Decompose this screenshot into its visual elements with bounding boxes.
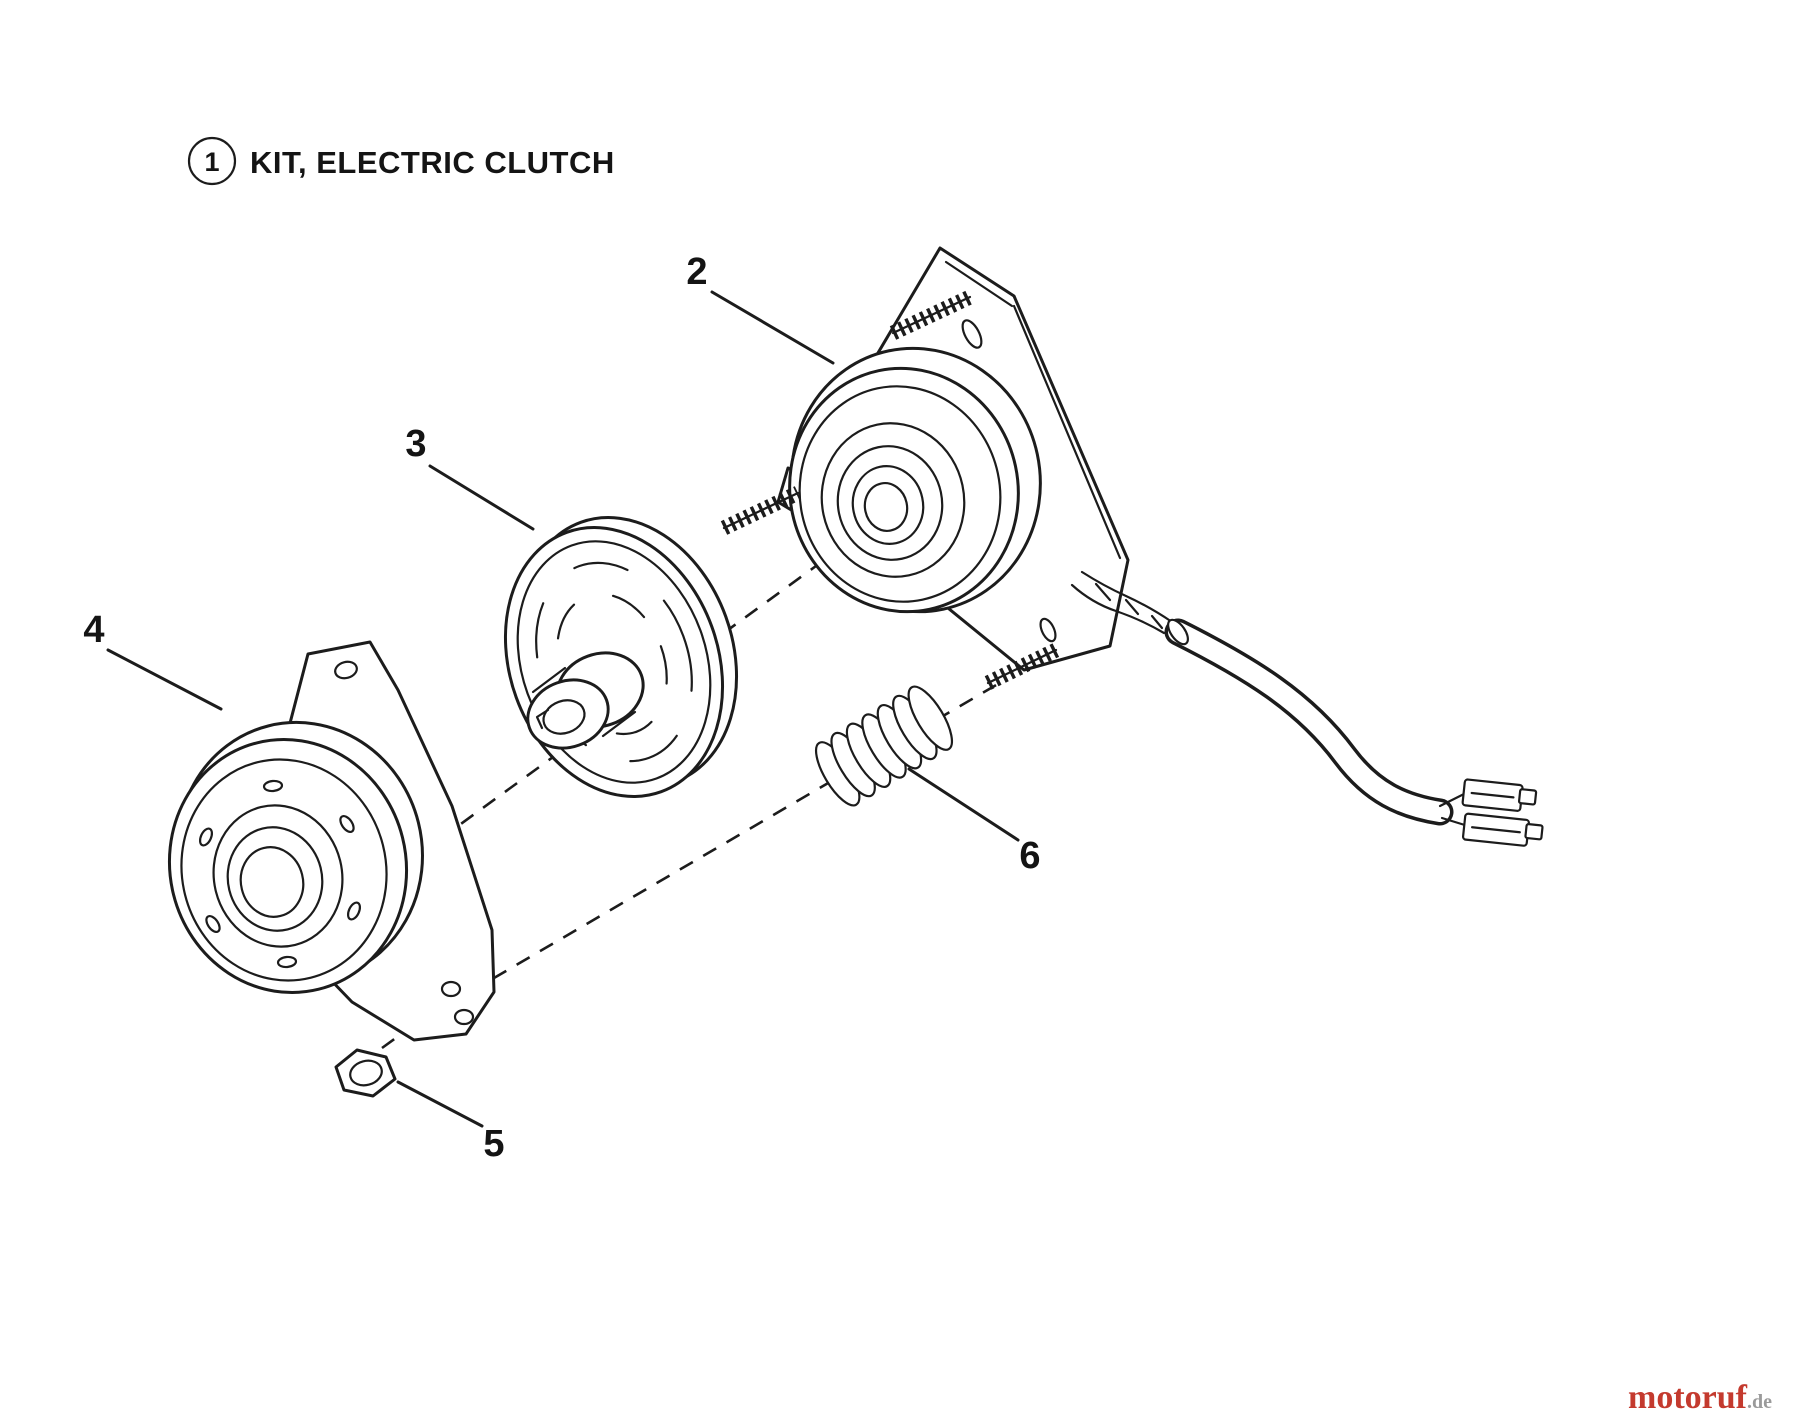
sheath-end-cap (1167, 618, 1189, 646)
watermark-brand: motoruf (1628, 1379, 1748, 1416)
watermark-suffix: .de (1747, 1391, 1772, 1413)
kit-title-group: 1 KIT, ELECTRIC CLUTCH (187, 136, 615, 186)
leader-line-2 (710, 290, 835, 365)
wire-harness (1070, 570, 1544, 847)
bracket-slot-bottom (1039, 617, 1057, 643)
leader-line-6 (907, 767, 1020, 842)
part-5-hex-nut (334, 1048, 397, 1098)
plate-hole-top (334, 660, 358, 680)
kit-title-number: 1 (204, 147, 219, 177)
armature-rings (167, 738, 409, 994)
pulley-hub (526, 651, 645, 750)
twisted-leads (1070, 570, 1174, 635)
clutch-field-rings (788, 366, 1020, 614)
kit-title: KIT, ELECTRIC CLUTCH (250, 145, 615, 180)
kit-title-badge-circle (187, 136, 237, 186)
bracket-slot-top (961, 319, 983, 349)
part-6-spring (814, 685, 954, 807)
callouts: 2 3 4 5 6 (83, 251, 1040, 1165)
wire-sheath-fill (1168, 622, 1450, 822)
wire-connector (1461, 778, 1544, 847)
mounting-bolt-top (889, 290, 974, 340)
leader-line-3 (428, 464, 535, 531)
mounting-bolt-bottom (984, 643, 1060, 690)
mounting-bolt-middle (720, 486, 802, 535)
callout-2: 2 (686, 251, 707, 293)
leader-line-4 (106, 648, 223, 711)
part-3-pulley-rotor (503, 516, 739, 798)
leader-line-5 (396, 1080, 484, 1128)
callout-6: 6 (1019, 835, 1040, 877)
plate-hole-bottom-1 (440, 980, 462, 998)
callout-3: 3 (405, 423, 426, 465)
part-4-clutch-armature (167, 640, 496, 1042)
callout-4: 4 (83, 609, 104, 651)
hub-keyway (535, 708, 550, 730)
armature-face-clips (198, 779, 362, 969)
watermark: motoruf.de (1628, 1379, 1772, 1416)
callout-5: 5 (483, 1123, 504, 1165)
part-2-clutch-field-with-bracket (776, 246, 1130, 672)
mounting-bolts (720, 290, 1060, 690)
plate-hole-bottom-2 (453, 1008, 475, 1026)
